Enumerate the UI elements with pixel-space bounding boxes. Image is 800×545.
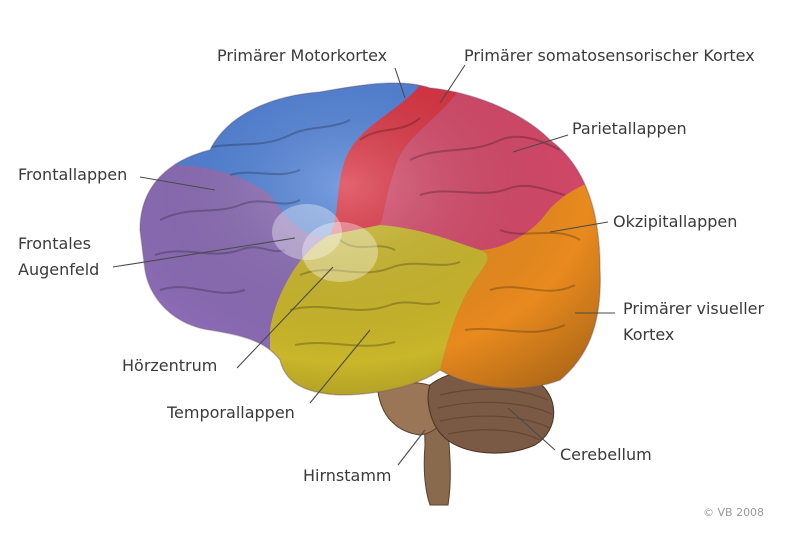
label-primary-somatosensory-cortex: Primärer somatosensorischer Kortex xyxy=(464,46,755,65)
label-occipital-lobe: Okzipitallappen xyxy=(613,212,738,231)
leader-brainstem xyxy=(397,429,426,466)
leader-lines xyxy=(112,64,615,466)
gyri-texture xyxy=(154,117,581,347)
label-brainstem: Hirnstamm xyxy=(303,466,392,485)
cerebrum-outline xyxy=(139,82,601,396)
label-frontal-eye-field-line2: Augenfeld xyxy=(18,260,100,279)
label-frontal-lobe: Frontallappen xyxy=(18,165,128,184)
label-cerebellum: Cerebellum xyxy=(560,445,652,464)
frontal-eye-field-highlight xyxy=(272,204,342,260)
label-parietal-lobe: Parietallappen xyxy=(572,119,687,138)
leader-motor-cortex xyxy=(394,67,406,99)
label-temporal-lobe: Temporallappen xyxy=(167,403,295,422)
auditory-center-highlight xyxy=(302,222,378,282)
copyright-notice: © VB 2008 xyxy=(703,506,765,519)
leader-somatosensory xyxy=(439,64,466,104)
leader-auditory xyxy=(236,266,334,369)
label-primary-visual-cortex-line2: Kortex xyxy=(623,325,675,344)
label-primary-motor-cortex: Primärer Motorkortex xyxy=(217,46,388,65)
label-frontal-eye-field-line1: Frontales xyxy=(18,234,91,253)
cerebellum-folia xyxy=(437,388,553,441)
label-primary-visual-cortex-line1: Primärer visueller xyxy=(623,299,765,318)
leader-frontal-eye-field xyxy=(112,237,296,268)
leader-occipital xyxy=(549,221,609,233)
leader-frontal xyxy=(139,176,216,191)
leader-parietal xyxy=(512,134,569,153)
leader-temporal xyxy=(309,329,371,404)
label-auditory-center: Hörzentrum xyxy=(122,356,218,375)
leader-cerebellum xyxy=(507,407,556,451)
